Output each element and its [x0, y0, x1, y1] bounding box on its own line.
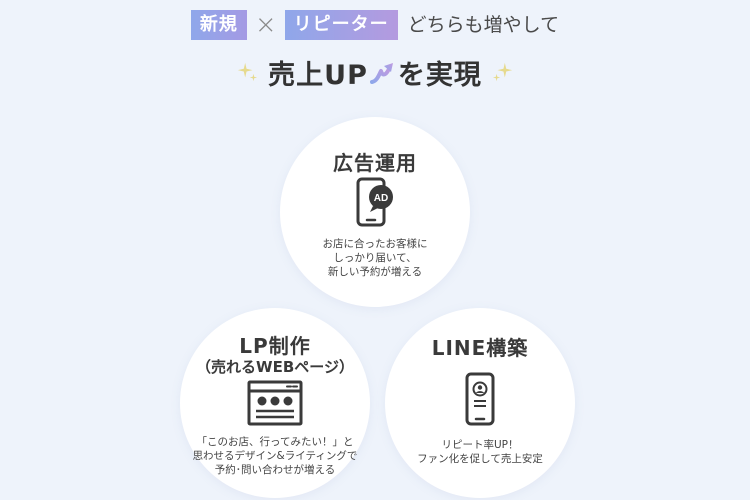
- tag-new-customer: 新規: [190, 10, 247, 40]
- sub-title-realize: を実現: [397, 59, 482, 91]
- subline: 売上UP を実現: [0, 50, 750, 94]
- smartphone-ad-icon: AD: [356, 177, 393, 227]
- times-symbol: ×: [254, 10, 277, 40]
- service-description: リピート率UP！ ファン化を促して売上安定: [385, 438, 575, 466]
- desc-line: しっかり届いて、: [333, 252, 417, 264]
- service-ad-operation: 広告運用 AD お店に合ったお客様に しっかり届いて、 新しい予約が増える: [280, 117, 470, 307]
- desc-line: 新しい予約が増える: [327, 266, 423, 278]
- smartphone-profile-icon: [465, 372, 495, 426]
- headline: 新規 × リピーター どちらも増やして: [0, 8, 750, 42]
- headline-suffix: どちらも増やして: [407, 14, 560, 36]
- ad-icon-text: AD: [374, 193, 388, 204]
- desc-line: 「このお店、行ってみたい！」と: [196, 436, 354, 448]
- sub-title: 売上UP を実現: [268, 53, 482, 92]
- service-description: お店に合ったお客様に しっかり届いて、 新しい予約が増える: [280, 237, 470, 279]
- service-lp-production: LP制作 （売れるWEBページ） 「このお店、行ってみたい！」と 思わせるデザイ…: [180, 308, 370, 498]
- up-arrow-icon: [369, 63, 393, 84]
- service-line-setup: LINE構築 リピート率UP！ ファン化を促して売上安定: [385, 308, 575, 498]
- service-title: 広告運用: [333, 151, 417, 175]
- desc-line: 思わせるデザイン&ライティングで: [192, 450, 358, 462]
- desc-line: お店に合ったお客様に: [322, 238, 428, 250]
- service-subtitle: （売れるWEBページ）: [196, 358, 354, 376]
- desc-line: ファン化を促して売上安定: [417, 453, 543, 465]
- desc-line: 予約･問い合わせが増える: [214, 464, 336, 476]
- sparkle-icon: [237, 62, 258, 82]
- browser-window-icon: [247, 380, 303, 426]
- sub-title-sales-up: 売上UP: [268, 59, 368, 91]
- service-title: LINE構築: [431, 336, 529, 360]
- service-description: 「このお店、行ってみたい！」と 思わせるデザイン&ライティングで 予約･問い合わ…: [180, 435, 370, 477]
- sparkle-icon: [492, 62, 513, 82]
- service-title: LP制作: [239, 334, 311, 358]
- desc-line: リピート率UP！: [441, 439, 519, 451]
- tag-repeater: リピーター: [284, 10, 398, 40]
